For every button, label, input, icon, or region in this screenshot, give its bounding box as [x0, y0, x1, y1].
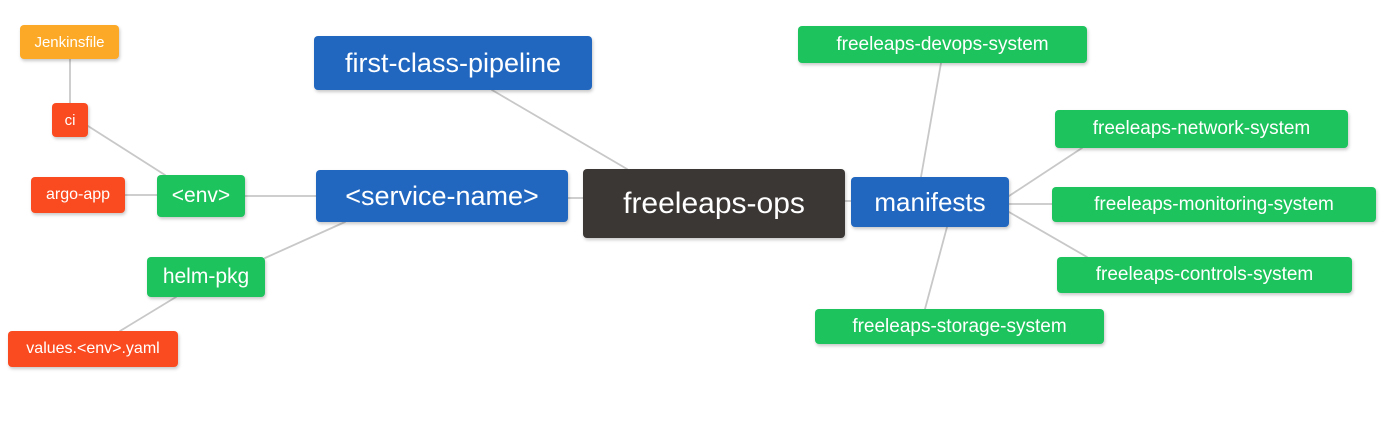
node-label-jenkinsfile: Jenkinsfile: [34, 33, 105, 51]
edge-manifests-to-storage-system: [924, 226, 948, 310]
node-label-devops-system: freeleaps-devops-system: [836, 33, 1049, 55]
node-label-first-class-pipeline: first-class-pipeline: [344, 47, 562, 78]
node-env[interactable]: <env>: [157, 175, 245, 217]
node-helm-pkg[interactable]: helm-pkg: [147, 257, 265, 297]
node-label-env: <env>: [171, 184, 231, 207]
edge-values-yaml-to-helm-pkg: [119, 296, 177, 332]
node-storage-system[interactable]: freeleaps-storage-system: [815, 309, 1104, 344]
node-label-argo-app: argo-app: [45, 186, 111, 203]
node-jenkinsfile[interactable]: Jenkinsfile: [20, 25, 119, 59]
node-label-network-system: freeleaps-network-system: [1092, 118, 1311, 139]
node-service-name[interactable]: <service-name>: [316, 170, 568, 222]
edge-ci-to-env: [87, 125, 166, 176]
edge-first-class-pipeline-to-freeleaps-ops: [491, 89, 628, 170]
node-values-yaml[interactable]: values.<env>.yaml: [8, 331, 178, 367]
node-label-ci: ci: [64, 111, 76, 129]
edge-manifests-to-devops-system: [920, 62, 942, 178]
node-controls-system[interactable]: freeleaps-controls-system: [1057, 257, 1352, 293]
node-label-controls-system: freeleaps-controls-system: [1095, 264, 1314, 285]
node-label-storage-system: freeleaps-storage-system: [852, 315, 1067, 337]
node-first-class-pipeline[interactable]: first-class-pipeline: [314, 36, 592, 90]
node-devops-system[interactable]: freeleaps-devops-system: [798, 26, 1087, 63]
node-manifests[interactable]: manifests: [851, 177, 1009, 227]
node-label-monitoring-system: freeleaps-monitoring-system: [1094, 193, 1334, 215]
edge-manifests-to-network-system: [1008, 147, 1083, 197]
node-freeleaps-ops[interactable]: freeleaps-ops: [583, 169, 845, 238]
node-label-freeleaps-ops: freeleaps-ops: [623, 186, 805, 220]
node-argo-app[interactable]: argo-app: [31, 177, 125, 213]
node-monitoring-system[interactable]: freeleaps-monitoring-system: [1052, 187, 1376, 222]
node-ci[interactable]: ci: [52, 103, 88, 137]
node-label-service-name: <service-name>: [345, 180, 539, 211]
edge-manifests-to-controls-system: [1008, 211, 1088, 258]
node-network-system[interactable]: freeleaps-network-system: [1055, 110, 1348, 148]
node-label-manifests: manifests: [874, 186, 986, 217]
node-label-helm-pkg: helm-pkg: [162, 265, 250, 288]
node-label-values-yaml: values.<env>.yaml: [26, 340, 160, 357]
edge-helm-pkg-to-service-name: [264, 221, 346, 259]
